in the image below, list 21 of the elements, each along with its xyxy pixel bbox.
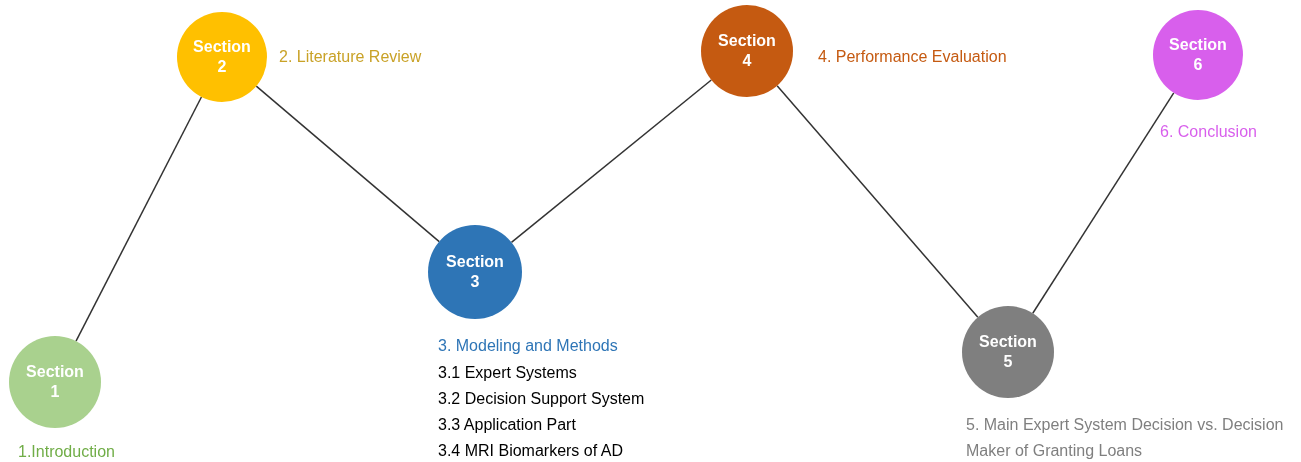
connector-line xyxy=(776,85,979,318)
circle-label: Section 6 xyxy=(1168,35,1228,75)
subsection-item: 3.4 MRI Biomarkers of AD xyxy=(438,441,623,461)
section-title: 3. Modeling and Methods xyxy=(438,336,618,356)
section-title: 2. Literature Review xyxy=(279,47,422,67)
subsection-item: 3.3 Application Part xyxy=(438,415,576,435)
circle-label: Section 3 xyxy=(445,252,505,292)
circle-label: Section 2 xyxy=(192,37,252,77)
connector-line xyxy=(255,85,440,243)
connector-line xyxy=(1032,92,1175,314)
circle-label: Section 4 xyxy=(717,31,777,71)
circle-label: Section 1 xyxy=(25,362,85,402)
circle-label: Section 5 xyxy=(978,332,1038,372)
section-title: 4. Performance Evaluation xyxy=(818,47,1007,67)
section-title: 6. Conclusion xyxy=(1160,122,1257,142)
subsection-item: 3.2 Decision Support System xyxy=(438,389,645,409)
subsection-item: 3.1 Expert Systems xyxy=(438,363,577,383)
connector-line xyxy=(75,96,203,342)
section-title: 1.Introduction xyxy=(18,442,115,462)
section-title: 5. Main Expert System Decision vs. Decision Maker of Granting Loans xyxy=(966,415,1285,461)
connector-line xyxy=(510,79,713,244)
